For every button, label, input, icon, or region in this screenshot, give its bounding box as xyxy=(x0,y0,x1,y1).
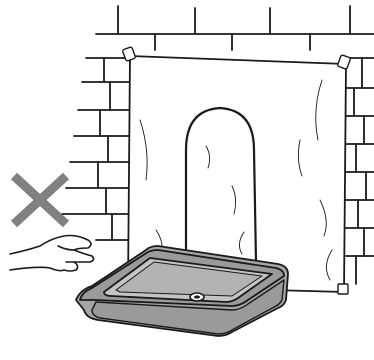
prohibited-x-icon xyxy=(14,176,66,224)
drain-hole-icon xyxy=(190,293,204,301)
hand-icon xyxy=(10,236,94,272)
arch-opening-icon xyxy=(186,108,256,262)
